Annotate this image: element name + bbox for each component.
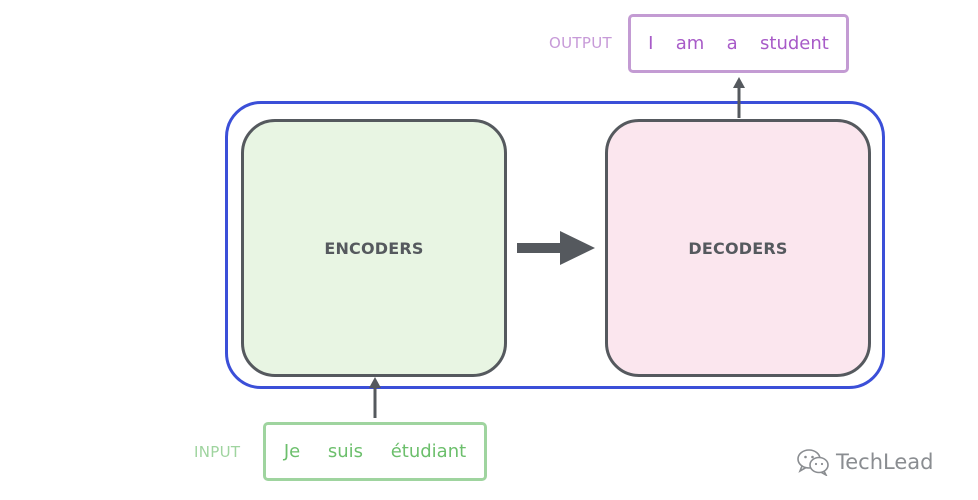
output-token: student xyxy=(760,33,829,54)
encoders-block: ENCODERS xyxy=(241,119,507,377)
output-token: I xyxy=(648,33,654,54)
output-token: a xyxy=(726,33,738,54)
output-label: OUTPUT xyxy=(549,34,612,52)
input-arrow xyxy=(369,377,381,418)
input-label: INPUT xyxy=(194,443,241,461)
input-box: Je suis étudiant xyxy=(263,422,487,481)
output-box: I am a student xyxy=(628,14,849,73)
decoders-block: DECODERS xyxy=(605,119,871,377)
input-token: Je xyxy=(283,441,301,462)
output-token: am xyxy=(675,33,705,54)
wechat-icon xyxy=(797,449,829,476)
watermark-text: TechLead xyxy=(836,450,934,474)
watermark: TechLead xyxy=(796,448,933,476)
input-token: étudiant xyxy=(390,441,467,462)
input-token: suis xyxy=(327,441,364,462)
encoders-label: ENCODERS xyxy=(324,238,424,258)
decoders-label: DECODERS xyxy=(688,238,788,258)
encoder-to-decoder-arrow xyxy=(517,231,595,265)
model-container xyxy=(225,101,885,389)
output-arrow xyxy=(733,77,745,118)
